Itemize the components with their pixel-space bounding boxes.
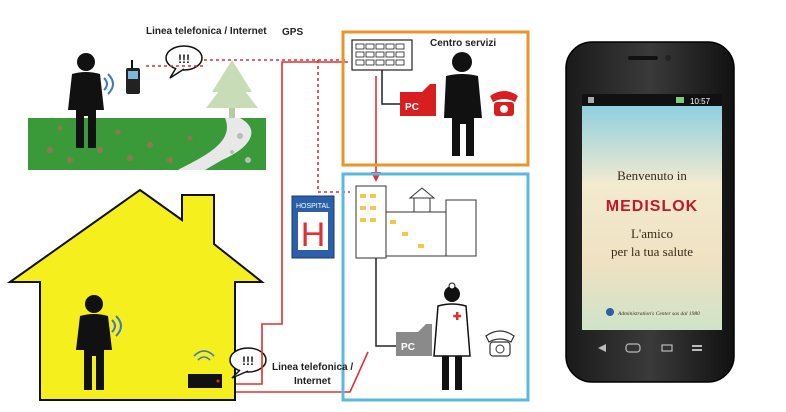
hospital-box: PC (341, 172, 530, 402)
pc-red-icon: PC (400, 84, 436, 116)
person-outdoor-icon (68, 53, 104, 148)
nav-buttons (598, 343, 702, 353)
usb-icon (588, 97, 594, 103)
gps-label: GPS (282, 27, 303, 38)
alert-text-bottom: !!! (242, 354, 254, 368)
path-road (178, 118, 252, 170)
operator-person-icon (444, 52, 482, 156)
telephone-gray-icon (485, 330, 515, 357)
doctor-icon (433, 282, 471, 390)
phone-camera (665, 55, 671, 61)
back-button-icon[interactable] (598, 344, 606, 352)
router-icon (188, 350, 222, 388)
footer-text: Administration's Center sas dal 1980 (617, 311, 700, 317)
hospital-sign-letter: H (301, 216, 326, 254)
house-scene (6, 188, 265, 401)
tagline-line1: L'amico (631, 226, 673, 241)
grass-flowers (47, 125, 193, 163)
bottom-link-label-1: Linea telefonica / (272, 362, 353, 373)
welcome-text: Benvenuto in (617, 168, 687, 183)
pc-gray-icon: PC (396, 324, 432, 356)
status-time: 10:57 (690, 97, 711, 106)
person-home-icon (76, 295, 112, 390)
top-link-label: Linea telefonica / Internet (146, 26, 267, 37)
battery-icon (676, 97, 684, 103)
alert-text-top: !!! (178, 52, 190, 66)
bottom-link-label-2: Internet (294, 376, 331, 387)
tagline-line2: per la tua salute (611, 244, 693, 259)
signal-waves-icon (103, 73, 114, 95)
hospital-windows (360, 194, 424, 248)
alert-bubble-top: !!! (165, 45, 203, 79)
menu-icon-line2 (692, 349, 702, 351)
smartphone: 10:57 Benvenuto in MEDISLOK L'amico per … (565, 41, 735, 383)
hospital-sign-icon: HOSPITAL H (291, 195, 335, 259)
alert-bubble-bottom: !!! (229, 347, 267, 379)
menu-icon[interactable] (692, 345, 702, 347)
pc-label-red: PC (405, 102, 419, 113)
outdoor-scene (28, 53, 266, 170)
telephone-red-icon (490, 91, 518, 116)
mobile-phone-icon (126, 60, 140, 94)
brand-logo-text: MEDISLOK (606, 198, 698, 215)
recent-apps-icon[interactable] (661, 344, 673, 352)
service-center-box: Centro servizi PC (341, 30, 530, 167)
service-center-label: Centro servizi (430, 38, 496, 49)
phone-screen (582, 106, 722, 330)
phone-speaker (628, 56, 658, 60)
pc-label-gray: PC (401, 342, 415, 353)
gray-dots (230, 133, 251, 163)
status-bar (582, 94, 722, 106)
server-icon (351, 39, 413, 71)
hospital-sign-text: HOSPITAL (296, 203, 330, 210)
signal-waves-home-icon (111, 315, 122, 337)
pine-tree-icon (206, 60, 258, 118)
footer-logo-icon (606, 308, 614, 316)
house-shape (6, 188, 265, 401)
home-button-icon[interactable] (625, 343, 641, 353)
connection-lines (146, 59, 381, 393)
